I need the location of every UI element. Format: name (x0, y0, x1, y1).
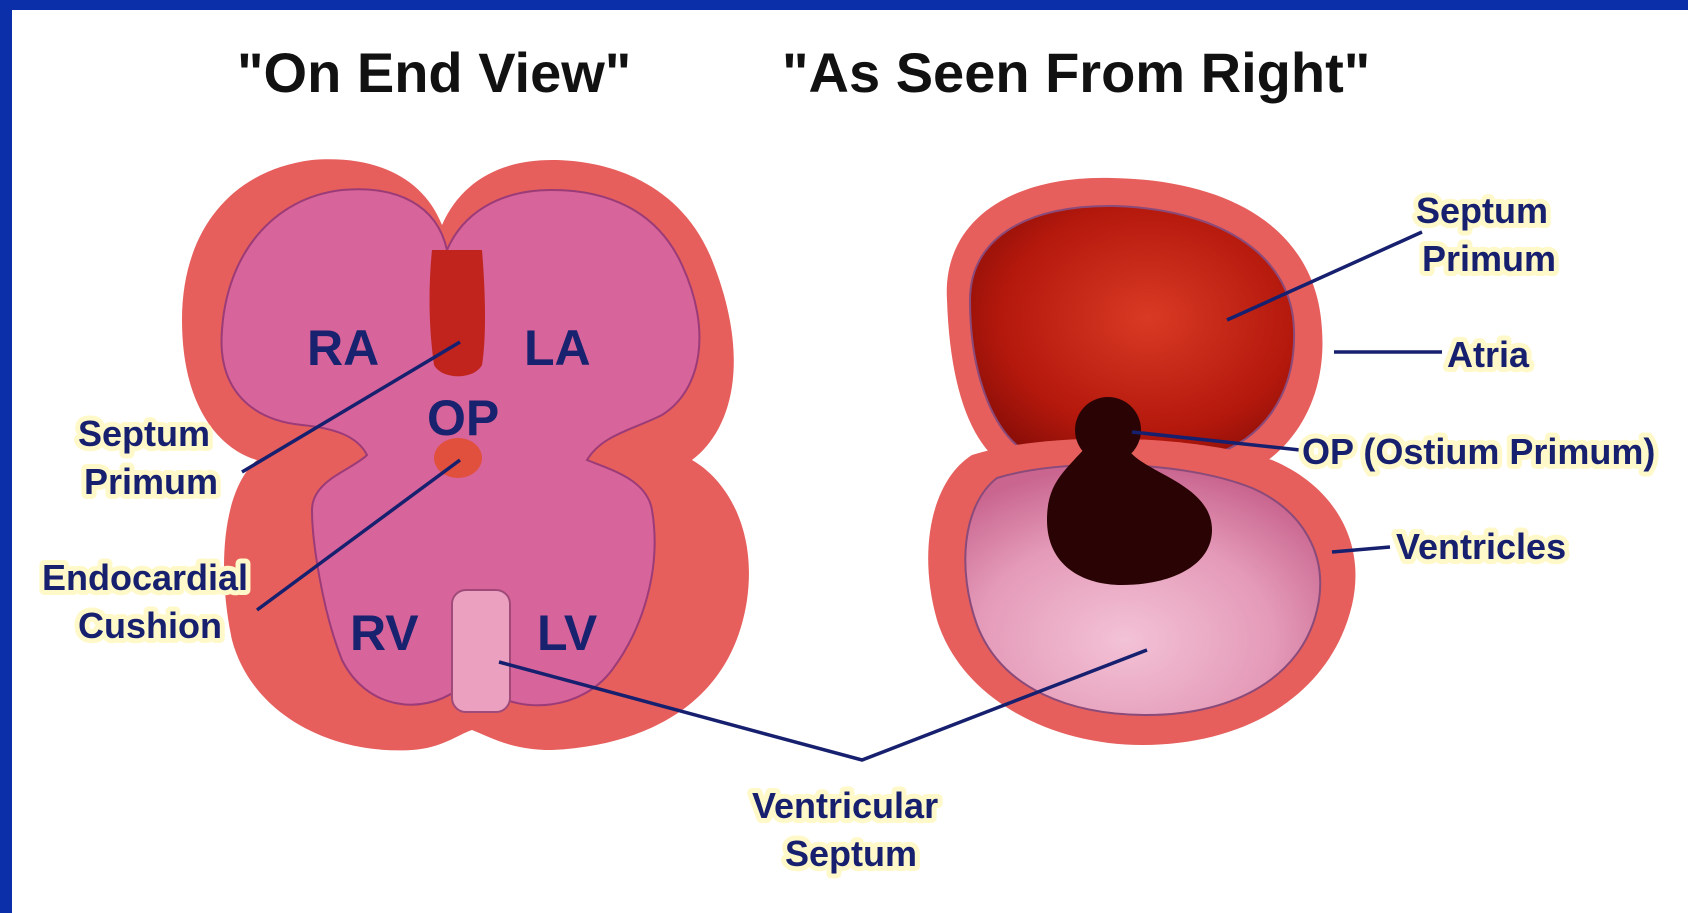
right-view-ostium-primum (1075, 397, 1141, 463)
label-ostium-primum: OP (Ostium Primum) (1302, 431, 1655, 472)
label-la: LA (524, 320, 591, 376)
label-septum-primum-left-line2: Primum (84, 461, 218, 502)
label-endocardial-cushion-line2: Cushion (78, 605, 222, 646)
label-endocardial-cushion-line1: Endocardial (42, 557, 248, 598)
label-septum-primum-right-line1: Septum (1416, 190, 1548, 231)
right-view-heart (928, 178, 1355, 745)
label-ventricles: Ventricles (1396, 526, 1566, 567)
label-septum-primum-right-line2: Primum (1422, 238, 1556, 279)
label-septum-primum-left-line1: Septum (78, 413, 210, 454)
figure-frame: "On End View" "As Seen From Right" (12, 10, 1688, 913)
label-rv: RV (350, 605, 419, 661)
label-ventricular-septum-line1: Ventricular (752, 785, 938, 826)
end-view-atrial-septum-primum (430, 250, 485, 376)
heart-diagram: RA LA OP RV LV Septum Primum Endocardial… (12, 10, 1688, 913)
label-op-left: OP (427, 390, 499, 446)
label-atria: Atria (1447, 334, 1530, 375)
end-view-heart (182, 159, 749, 750)
label-ventricular-septum-line2: Septum (785, 833, 917, 874)
end-view-ventricular-septum (452, 590, 510, 712)
label-lv: LV (537, 605, 598, 661)
label-ra: RA (307, 320, 379, 376)
